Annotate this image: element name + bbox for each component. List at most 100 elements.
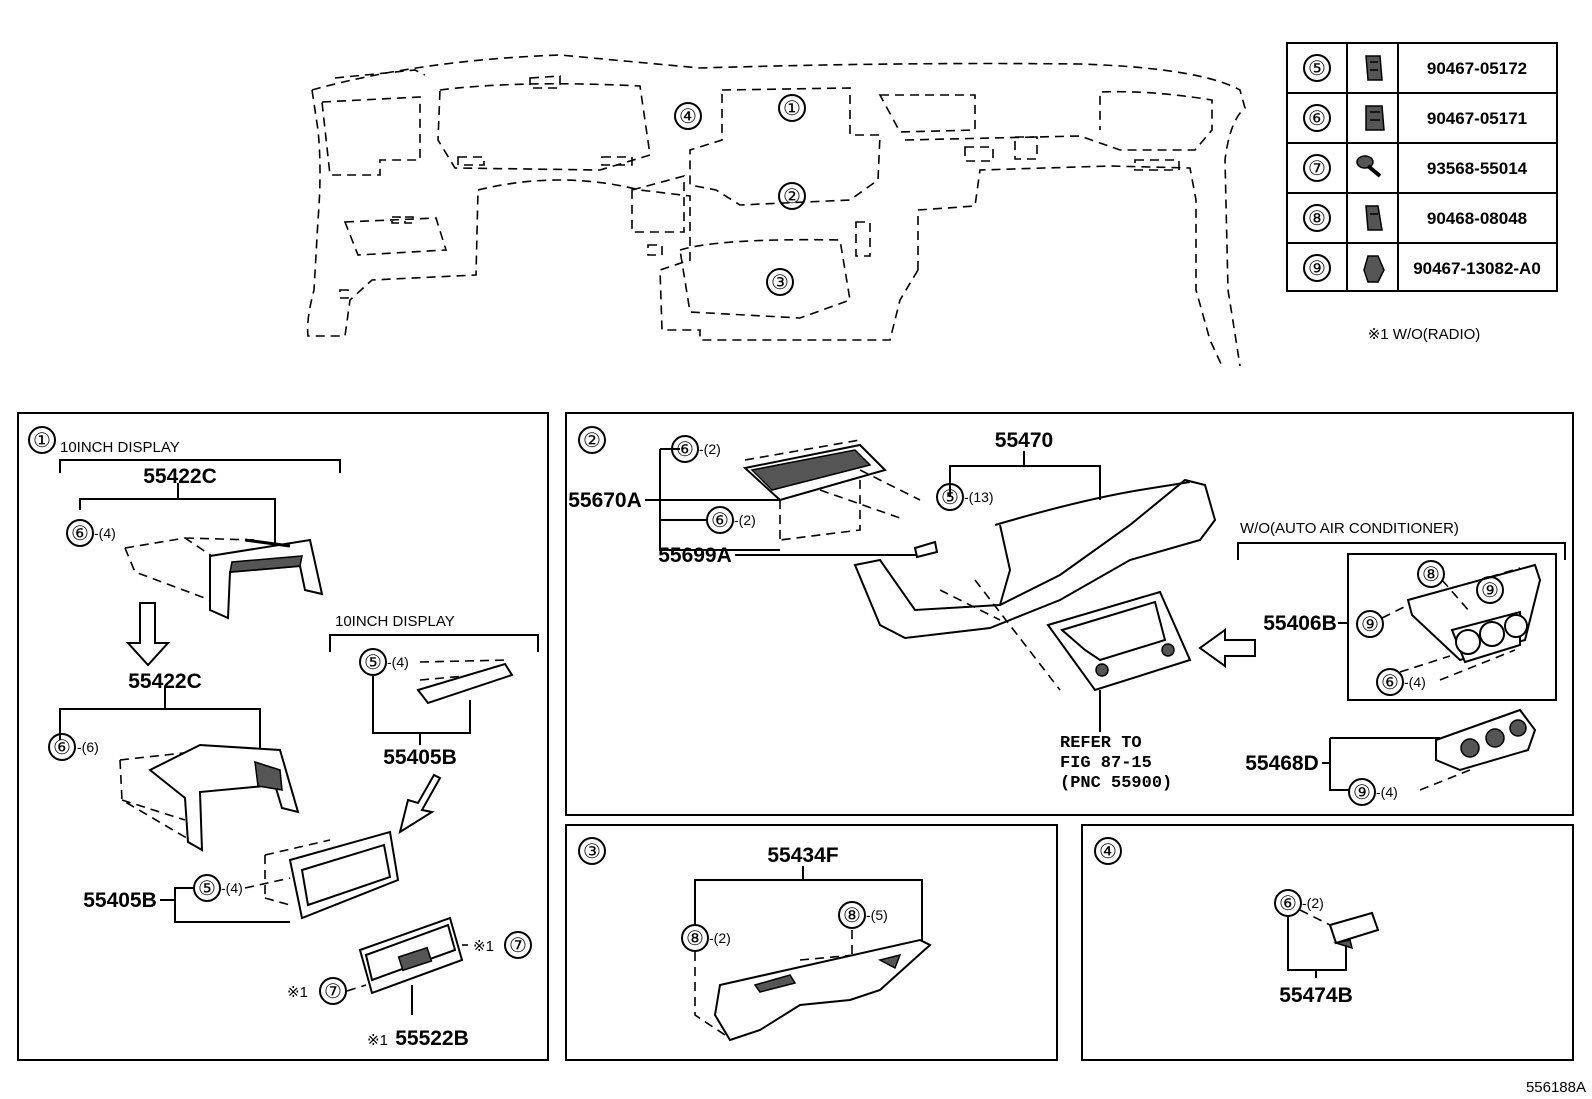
wo-auto-ac-label: W/O(AUTO AIR CONDITIONER) [1240,520,1459,537]
part-55474b: 55474B [1279,984,1353,1007]
svg-text:④: ④ [679,106,697,128]
panel-3-marker: ③ [583,841,601,863]
panel-3: ③ 55434F ⑧ -(2) ⑧ -(5) [565,824,1058,1061]
display-label-2: 10INCH DISPLAY [335,613,455,630]
part-55405b-right: 55405B [383,746,457,769]
svg-text:⑦: ⑦ [509,935,527,957]
part-55422c-top: 55422C [143,465,217,488]
cover-55470 [853,478,1217,691]
svg-text:⑤: ⑤ [941,487,959,509]
clip-icon [1365,105,1385,131]
svg-text:90467-13082-A0: 90467-13082-A0 [1413,259,1541,278]
svg-text:⑨: ⑨ [1308,258,1326,280]
svg-text:※1: ※1 [367,1032,388,1049]
panel-4-marker: ④ [1099,841,1117,863]
table-note: ※1 W/O(RADIO) [1368,326,1481,343]
part-55522b: 55522B [395,1027,469,1050]
svg-text:-(13): -(13) [964,489,994,505]
table-row-4: ⑧ 90468-08048 [1303,204,1527,232]
figure-id: 556188A [1526,1079,1586,1096]
radio-unit-55522b [358,916,464,995]
clip-icon [1365,55,1383,81]
svg-text:⑤: ⑤ [364,652,382,674]
svg-text:-(5): -(5) [866,907,888,923]
svg-text:⑥: ⑥ [1381,672,1399,694]
svg-text:⑦: ⑦ [1308,158,1326,180]
svg-text:-(4): -(4) [1404,674,1426,690]
panel-1: ① 10INCH DISPLAY 55422C ⑥ -(4) 55422C ⑥ … [17,412,549,1061]
svg-text:90468-08048: 90468-08048 [1427,209,1527,228]
panel-1-marker: ① [33,430,51,452]
svg-text:93568-55014: 93568-55014 [1427,159,1528,178]
svg-text:②: ② [783,186,801,208]
svg-text:⑥: ⑥ [1308,108,1326,130]
svg-text:①: ① [783,98,801,120]
svg-text:⑥: ⑥ [71,523,89,545]
table-row-2: ⑥ 90467-05171 [1303,104,1527,132]
arrow-diagonal-icon [398,773,442,835]
svg-text:⑥: ⑥ [676,439,694,461]
bracket-55422c-top [124,537,324,620]
svg-text:⑧: ⑧ [1308,208,1326,230]
part-55468d: 55468D [1245,752,1319,775]
svg-text:⑦: ⑦ [324,981,342,1003]
fastener-table: ⑤ 90467-05172 ⑥ 90467-05171 ⑦ 93568-5501… [1286,42,1558,292]
panel-55468d [1435,708,1537,772]
svg-text:90467-05171: 90467-05171 [1427,109,1527,128]
svg-text:※1: ※1 [287,984,308,1001]
svg-text:-(6): -(6) [77,739,99,755]
svg-text:⑥: ⑥ [711,510,729,532]
refer-line-2: FIG 87-15 [1060,754,1152,773]
dashboard-overview [306,54,1246,367]
bracket-55422c-bottom [119,743,300,852]
svg-text:⑤: ⑤ [1308,58,1326,80]
part-55470: 55470 [995,429,1053,452]
part-55405b-left: 55405B [83,889,157,912]
table-row-3: ⑦ 93568-55014 [1303,154,1528,182]
svg-text:90467-05172: 90467-05172 [1427,59,1527,78]
clip-icon [1363,255,1385,283]
part-55406b: 55406B [1263,612,1337,635]
svg-text:⑨: ⑨ [1353,782,1371,804]
display-frame [264,830,400,920]
svg-text:③: ③ [771,272,789,294]
marker-3: ③ [766,268,794,296]
svg-text:⑥: ⑥ [53,737,71,759]
refer-line-1: REFER TO [1060,734,1142,753]
svg-text:⑤: ⑤ [198,878,216,900]
part-bracket-55474b [1328,911,1380,950]
part-55434f: 55434F [767,844,838,867]
svg-text:⑧: ⑧ [686,928,704,950]
svg-text:※1: ※1 [473,938,494,955]
part-55699a: 55699A [658,544,732,567]
screw-icon [1356,155,1382,178]
marker-1: ① [778,94,806,122]
table-row-5: ⑨ 90467-13082-A0 [1303,254,1541,283]
clip-icon [1365,205,1383,231]
marker-4: ④ [674,102,702,130]
part-55670a: 55670A [568,489,642,512]
svg-text:⑥: ⑥ [1279,893,1297,915]
refer-line-3: (PNC 55900) [1060,774,1172,793]
bezel-refer [1046,590,1192,692]
arrow-left-icon [1198,628,1256,668]
svg-text:⑧: ⑧ [1422,564,1440,586]
svg-text:-(2): -(2) [1302,895,1324,911]
svg-text:-(4): -(4) [1376,784,1398,800]
table-row-1: ⑤ 90467-05172 [1303,54,1527,82]
svg-text:-(4): -(4) [221,880,243,896]
part-cover-55405b [416,662,514,705]
marker-2: ② [778,182,806,210]
panel-2-marker: ② [583,430,601,452]
svg-text:-(2): -(2) [709,930,731,946]
svg-text:-(4): -(4) [387,654,409,670]
svg-text:-(2): -(2) [699,441,721,457]
overview-markers: ① ② ③ ④ [674,94,806,296]
part-55422c-bottom: 55422C [128,670,202,693]
svg-text:⑧: ⑧ [843,905,861,927]
svg-text:⑨: ⑨ [1481,580,1499,602]
lower-panel-55434f [713,938,932,1042]
display-label: 10INCH DISPLAY [60,439,180,456]
panel-4: ④ ⑥ -(2) 55474B [1081,824,1574,1061]
